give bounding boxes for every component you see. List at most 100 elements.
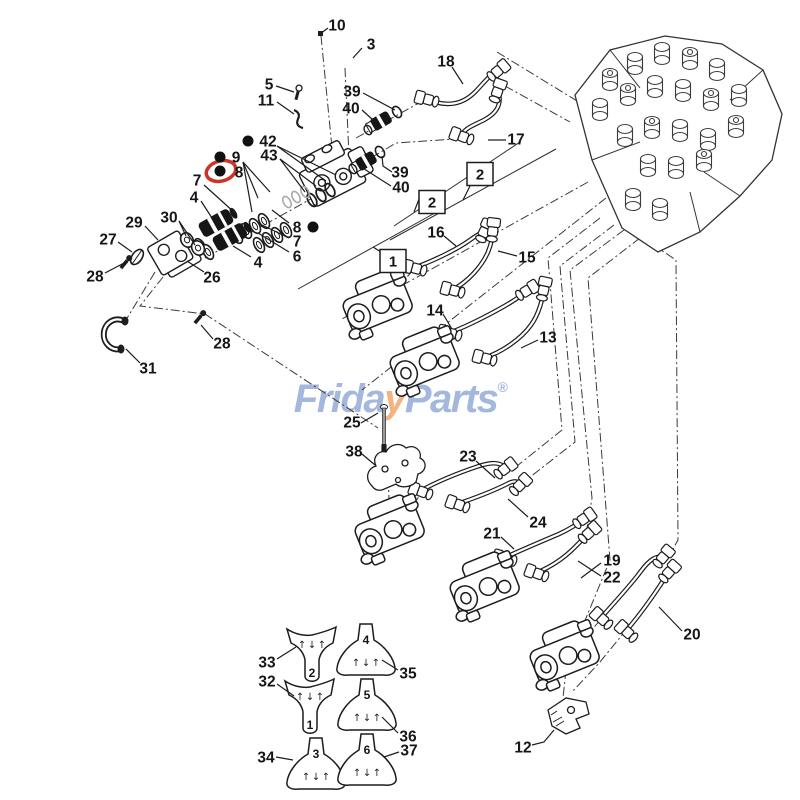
- leader-line: [104, 262, 125, 274]
- leader-line: [361, 109, 374, 121]
- leader-line: [279, 158, 306, 193]
- part-label-20: 20: [683, 627, 700, 644]
- part-callout-38: 38: [345, 444, 376, 466]
- part-callout-25: 25: [343, 412, 379, 432]
- part-label-37: 37: [400, 743, 417, 760]
- decal-plate-33: 2↑↓↑: [285, 625, 338, 682]
- section-callout-2: 2: [413, 189, 446, 215]
- leader-line: [117, 241, 133, 253]
- watermark-frida: Frida: [294, 377, 386, 421]
- leader-line: [276, 145, 337, 176]
- leader-line: [242, 161, 259, 199]
- part-label-28: 28: [213, 336, 231, 353]
- bolt-28b: [193, 310, 207, 325]
- part-label-40: 40: [342, 101, 359, 118]
- part-label-42: 42: [259, 134, 276, 151]
- part-label-23: 23: [459, 449, 477, 466]
- part-label-39: 39: [391, 165, 409, 182]
- part-label-39: 39: [343, 84, 361, 101]
- block-stud: [681, 46, 699, 71]
- decal-arrow: ↑: [373, 713, 381, 724]
- washer-ring-hole: [204, 247, 212, 257]
- o-ring: [306, 192, 318, 208]
- part-callout-22: 22: [577, 560, 621, 587]
- leader-line: [279, 158, 317, 187]
- hose-23: [406, 455, 520, 503]
- decal-digit: 3: [313, 747, 320, 761]
- part-callout-16: 16: [427, 225, 457, 247]
- leader-line: [261, 224, 290, 239]
- decal-digit: 6: [364, 743, 371, 757]
- backup-ring: [281, 195, 293, 209]
- part-label-31: 31: [139, 361, 157, 378]
- valve-port-hole: [339, 172, 348, 181]
- decal-arrow: ↓: [362, 658, 370, 669]
- hose-15-fitting: [484, 216, 502, 244]
- block-stud: [671, 118, 689, 143]
- block-stud-bolt: [606, 69, 614, 77]
- part-label-8: 8: [293, 220, 302, 237]
- decal-arrow: ↑: [352, 658, 360, 669]
- section-label-2: 2: [476, 167, 484, 184]
- block-stud: [695, 148, 713, 173]
- decal-arrow: ↑: [353, 713, 361, 724]
- center-line: [569, 229, 625, 529]
- decal-arrow: ↑: [318, 640, 326, 651]
- part-label-21: 21: [483, 526, 501, 543]
- leader-line: [275, 756, 294, 761]
- hose-21: [490, 505, 599, 569]
- part-callout-34: 34: [257, 750, 294, 767]
- leader-line: [200, 324, 214, 340]
- leader-line: [360, 166, 392, 187]
- block-stud: [626, 51, 644, 76]
- center-line: [524, 224, 615, 482]
- block-stud: [653, 41, 671, 66]
- bracket-38: [366, 443, 426, 491]
- bullet-marker: [214, 151, 226, 163]
- leader-line: [319, 27, 329, 35]
- leader-line: [257, 232, 290, 253]
- washer-ring-hole: [260, 216, 268, 226]
- spool-barrel-4a: [198, 207, 238, 237]
- block-stud-bolt: [700, 150, 708, 158]
- part-callout-29: 29: [125, 215, 159, 241]
- decal-arrow: ↓: [308, 640, 316, 651]
- block-stud: [674, 78, 692, 103]
- block-stud: [708, 57, 726, 82]
- block-stud-base: [624, 200, 642, 212]
- part-label-9: 9: [232, 150, 241, 167]
- leader-line: [361, 453, 376, 466]
- section-lines: [297, 141, 557, 290]
- leader-line: [451, 66, 464, 85]
- leader-line: [352, 47, 363, 59]
- decal-plate-34: 3↑↓↑: [286, 737, 346, 790]
- block-stud: [616, 123, 634, 148]
- block-stud-bolt: [624, 84, 632, 92]
- part-callout-27: 27: [99, 232, 133, 253]
- part-label-28: 28: [86, 269, 104, 286]
- part-label-29: 29: [125, 215, 143, 232]
- part-label-22: 22: [603, 570, 620, 587]
- decal-arrow: ↑: [373, 768, 381, 779]
- part-callout-42: 42: [259, 134, 337, 182]
- clip-11: [293, 108, 304, 130]
- part-callout-31: 31: [125, 348, 157, 378]
- bullet-marker: [307, 221, 319, 233]
- section-label-2: 2: [428, 195, 436, 212]
- block-stud-base: [730, 96, 748, 108]
- part-label-43: 43: [260, 148, 278, 165]
- center-line: [571, 237, 641, 653]
- decal-digit: 4: [363, 633, 370, 647]
- part-callout-20: 20: [658, 606, 701, 644]
- hose-23-fitting: [491, 455, 520, 482]
- o-ring: [324, 182, 336, 198]
- leader-line: [381, 659, 399, 671]
- block-stud-bolt: [648, 117, 656, 125]
- decal-outline: [336, 623, 396, 676]
- block-stud: [667, 155, 685, 180]
- block-stud-base: [695, 161, 713, 173]
- leader-line: [276, 145, 327, 182]
- fitting-40-upper: [364, 111, 392, 134]
- hose-23-outer: [417, 460, 509, 494]
- main-control-valve-block: [574, 35, 783, 253]
